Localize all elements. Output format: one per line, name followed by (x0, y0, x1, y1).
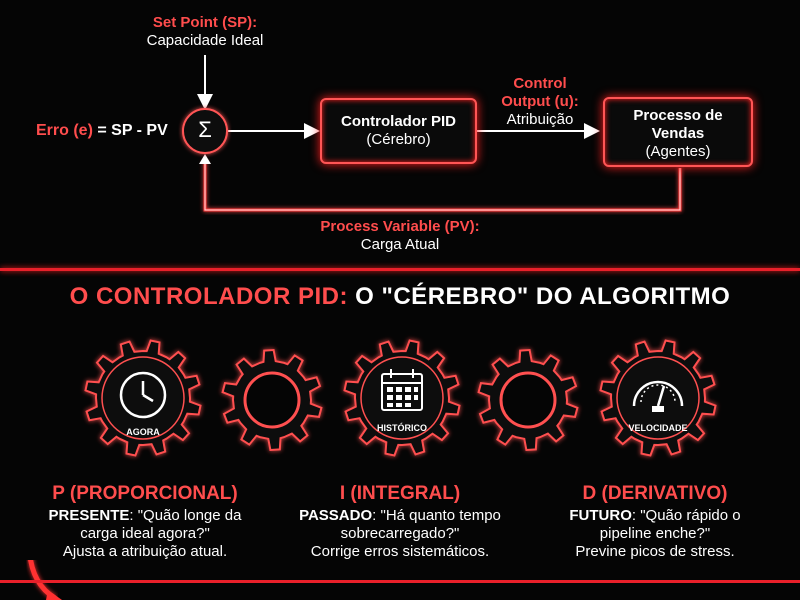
term-d-head: D (DERIVATIVO) (582, 483, 728, 504)
set-point-value: Capacidade Ideal (146, 32, 264, 49)
process-sub: (Agentes) (645, 143, 711, 160)
gear-connector-1-inner-ring (243, 371, 301, 429)
bottom-decor (0, 560, 800, 600)
gear-label-historico: HISTÓRICO (376, 423, 427, 433)
calendar-icon (381, 369, 423, 411)
term-p-question: PRESENTE: "Quão longe da carga ideal ago… (30, 507, 260, 543)
term-i-action: Corrige erros sistemáticos. (310, 543, 490, 560)
section-divider-top (0, 268, 800, 271)
gears-row (84, 339, 717, 457)
process-title-1: Processo de (633, 107, 723, 124)
speedometer-icon (632, 380, 684, 412)
term-p-head: P (PROPORCIONAL) (52, 483, 238, 504)
error-label: Erro (e) = SP - PV (36, 122, 168, 140)
pv-value: Carga Atual (360, 236, 440, 253)
gear-historico-inner-ring (360, 356, 444, 440)
term-d-question: FUTURO: "Quão rápido o pipeline enche?" (545, 507, 765, 543)
sum-junction (182, 108, 228, 154)
term-d: D (DERIVATIVO) FUTURO: "Quão rápido o pi… (545, 483, 765, 561)
error-formula: = SP - PV (92, 122, 168, 139)
term-p: P (PROPORCIONAL) PRESENTE: "Quão longe d… (30, 483, 260, 561)
section-title-red: O CONTROLADOR PID: (69, 283, 348, 310)
term-p-action: Ajusta a atribuição atual. (62, 543, 228, 560)
arrow-feedback-to-sum (199, 154, 211, 164)
gear-label-velocidade: VELOCIDADE (628, 423, 688, 433)
output-label-1: Control (513, 75, 567, 92)
term-i-question: PASSADO: "Há quanto tempo sobrecarregado… (290, 507, 510, 543)
feedback-line (203, 160, 682, 212)
term-i-key: PASSADO (299, 507, 373, 524)
error-term: Erro (e) (36, 122, 93, 139)
term-d-text: : "Quão rápido o pipeline enche?" (599, 507, 741, 542)
section-title-white: O "CÉREBRO" DO ALGORITMO (347, 283, 731, 310)
process-box: Processo de Vendas (Agentes) (603, 97, 753, 167)
output-label-2: Output (u): (501, 93, 579, 110)
term-p-text: : "Quão longe da carga ideal agora?" (80, 507, 242, 542)
output-value: Atribuição (506, 111, 574, 128)
gear-icons (119, 369, 684, 419)
pv-title: Process Variable (PV): (320, 218, 480, 235)
term-d-action: Previne picos de stress. (575, 543, 735, 560)
gear-label-agora: AGORA (126, 427, 160, 437)
section-divider-bottom (0, 580, 800, 583)
term-d-key: FUTURO (569, 507, 632, 524)
controller-title: Controlador PID (341, 113, 456, 130)
clock-icon (119, 371, 167, 419)
process-title-2: Vendas (651, 125, 705, 142)
term-p-key: PRESENTE (48, 507, 130, 524)
output-label: Control Output (u): Atribuição (470, 75, 610, 129)
term-i: I (INTEGRAL) PASSADO: "Há quanto tempo s… (290, 483, 510, 561)
flow-connectors (182, 55, 682, 212)
pv-label: Process Variable (PV): Carga Atual (290, 218, 510, 254)
set-point-title: Set Point (SP): (152, 14, 258, 31)
gear-connector-2-inner-ring (499, 371, 557, 429)
feedback-line-core (204, 160, 681, 211)
sum-symbol: Σ (198, 117, 212, 142)
set-point-label: Set Point (SP): Capacidade Ideal (105, 14, 305, 50)
term-i-head: I (INTEGRAL) (339, 483, 461, 504)
gear-agora-inner-ring (101, 356, 185, 440)
controller-sub: (Cérebro) (366, 131, 431, 148)
gear-velocidade-inner-ring (616, 356, 700, 440)
term-i-text: : "Há quanto tempo sobrecarregado?" (340, 507, 501, 542)
controller-box: Controlador PID (Cérebro) (320, 98, 477, 164)
section-title: O CONTROLADOR PID: O "CÉREBRO" DO ALGORI… (0, 283, 800, 311)
